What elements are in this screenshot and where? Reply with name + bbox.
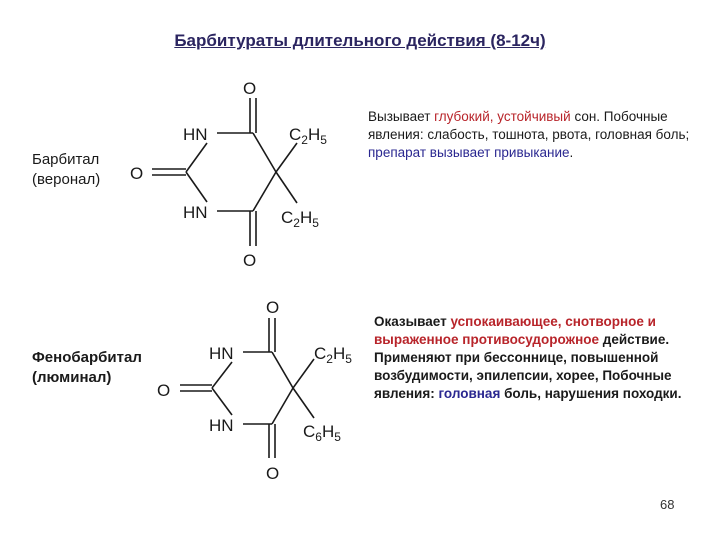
barbital-description: Вызывает глубокий, устойчивый сон. Побоч… <box>368 108 698 162</box>
phenobarbital-structure-labels: O O O HN HN C2H5 C6H5 <box>157 298 352 483</box>
barbital-structure-labels: O O O HN HN C2H5 C2H5 <box>130 79 327 270</box>
ethyl-label: C2H5 <box>314 344 352 366</box>
desc-highlight: головная <box>438 386 501 401</box>
desc-text: действие. Применяют при бессоннице, повы… <box>374 332 672 401</box>
desc-text: сон. Побочные явления: слабость, тошнота… <box>368 109 690 142</box>
ethyl-label: C2H5 <box>289 125 327 147</box>
page-number: 68 <box>660 497 675 512</box>
desc-text: Оказывает <box>374 314 451 329</box>
nh-label: HN <box>183 125 208 144</box>
oxygen-label: O <box>243 79 256 98</box>
drug-alt-name: (веронал) <box>32 171 101 188</box>
phenyl-label: C6H5 <box>303 422 341 444</box>
phenobarbital-structure-bonds <box>180 318 315 458</box>
desc-highlight: препарат вызывает привыкание <box>368 145 570 160</box>
desc-highlight: успокаивающее, снотворное и выраженное п… <box>374 314 656 347</box>
drug-alt-name: (люминал) <box>32 369 112 386</box>
desc-text: боль, нарушения походки. <box>500 386 682 401</box>
drug-name-phenobarbital: Фенобарбитал (люминал) <box>32 348 142 388</box>
desc-text: . <box>569 145 574 160</box>
desc-text: Вызывает <box>368 109 435 124</box>
oxygen-label: O <box>266 464 279 483</box>
ethyl-label: C2H5 <box>281 208 319 230</box>
nh-label: HN <box>209 416 234 435</box>
drug-name: Фенобарбитал <box>32 349 142 366</box>
drug-name: Барбитал <box>32 151 100 168</box>
phenobarbital-description: Оказывает успокаивающее, снотворное и вы… <box>374 313 714 403</box>
page-title: Барбитураты длительного действия (8-12ч) <box>174 31 546 50</box>
desc-highlight: глубокий, устойчивый <box>434 109 571 124</box>
oxygen-label: O <box>157 381 170 400</box>
oxygen-label: O <box>130 164 143 183</box>
oxygen-label: O <box>243 251 256 270</box>
nh-label: HN <box>183 203 208 222</box>
barbital-structure-bonds <box>152 98 298 246</box>
nh-label: HN <box>209 344 234 363</box>
oxygen-label: O <box>266 298 279 317</box>
drug-name-barbital: Барбитал (веронал) <box>32 150 100 190</box>
